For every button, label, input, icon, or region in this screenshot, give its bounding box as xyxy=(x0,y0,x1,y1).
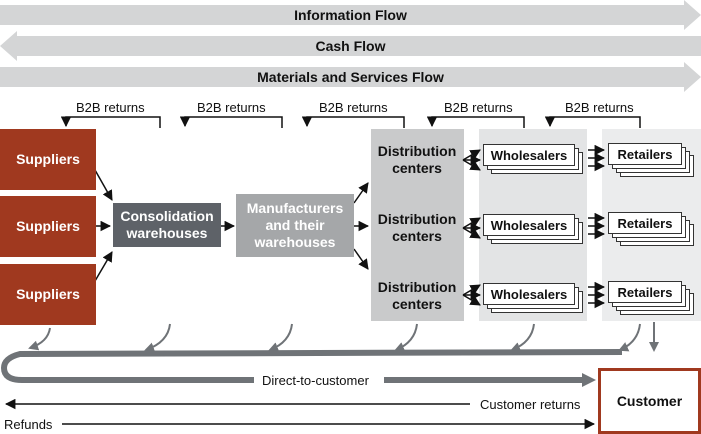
information-flow-arrow xyxy=(0,0,701,30)
b2b-returns-label-2: B2B returns xyxy=(197,100,266,115)
supplier-box-3: Suppliers xyxy=(0,264,96,325)
retailer-label-3: Retailers xyxy=(608,281,682,303)
manufacturers-to-dc3-arrow xyxy=(353,248,369,270)
direct-to-customer-loop xyxy=(0,349,623,383)
direct-to-customer-arrowhead xyxy=(582,373,596,387)
manufacturers-box: Manufacturers and their warehouses xyxy=(236,194,354,257)
customer-returns-label: Customer returns xyxy=(480,397,581,412)
b2b-bracket-1 xyxy=(60,116,161,128)
direct-to-customer-label: Direct-to-customer xyxy=(262,373,369,388)
distribution-center-1: Distribution centers xyxy=(377,143,457,176)
stage-return-arrows xyxy=(28,322,659,352)
manufacturers-to-dc1-arrow xyxy=(353,182,369,204)
information-flow-label: Information Flow xyxy=(294,7,407,23)
distribution-center-3: Distribution centers xyxy=(377,279,457,312)
cash-flow-label: Cash Flow xyxy=(315,38,386,54)
supplier-box-1: Suppliers xyxy=(0,129,96,190)
return-curve-1 xyxy=(28,327,51,351)
distribution-center-2: Distribution centers xyxy=(377,211,457,244)
b2b-bracket-3 xyxy=(301,116,405,128)
dc3-to-wholesaler-arrow-a xyxy=(462,284,481,296)
supplier-box-2: Suppliers xyxy=(0,196,96,257)
flow-banners xyxy=(0,0,701,92)
dc1-to-wholesaler-arrow-c xyxy=(462,159,481,171)
b2b-bracket-5 xyxy=(544,116,641,128)
dc1-to-wholesaler-arrow-a xyxy=(462,149,481,161)
dc2-to-wholesaler-arrow-c xyxy=(462,227,481,239)
distribution-column xyxy=(371,129,464,321)
return-curve-4 xyxy=(394,323,418,352)
cash-flow-arrow xyxy=(0,31,701,61)
materials-flow-arrow xyxy=(0,62,701,92)
b2b-bracket-2 xyxy=(179,116,283,128)
supplier3-to-consolidation-arrow xyxy=(94,251,113,282)
b2b-return-brackets xyxy=(60,116,641,128)
consolidation-warehouses-box: Consolidation warehouses xyxy=(113,203,221,247)
materials-flow-label: Materials and Services Flow xyxy=(257,69,444,85)
dc3-to-wholesaler-arrow-c xyxy=(462,294,481,306)
b2b-returns-label-4: B2B returns xyxy=(444,100,513,115)
supplier1-to-consolidation-arrow xyxy=(94,169,113,201)
dc2-to-wholesaler-arrow-a xyxy=(462,217,481,229)
wholesaler-label-3: Wholesalers xyxy=(483,283,575,305)
wholesaler-label-1: Wholesalers xyxy=(483,144,575,166)
customer-box: Customer xyxy=(598,368,701,434)
return-curve-2 xyxy=(144,323,171,352)
wholesaler-label-2: Wholesalers xyxy=(483,214,575,236)
return-curve-5 xyxy=(510,323,535,352)
b2b-returns-label-5: B2B returns xyxy=(565,100,634,115)
retailer-label-1: Retailers xyxy=(608,143,682,165)
forward-arrows xyxy=(94,144,606,309)
refunds-label: Refunds xyxy=(4,417,53,432)
return-curve-6 xyxy=(618,323,641,352)
b2b-bracket-4 xyxy=(426,116,525,128)
b2b-returns-label-1: B2B returns xyxy=(76,100,145,115)
b2b-returns-label-3: B2B returns xyxy=(319,100,388,115)
retailer-label-2: Retailers xyxy=(608,212,682,234)
return-curve-3 xyxy=(268,323,293,352)
